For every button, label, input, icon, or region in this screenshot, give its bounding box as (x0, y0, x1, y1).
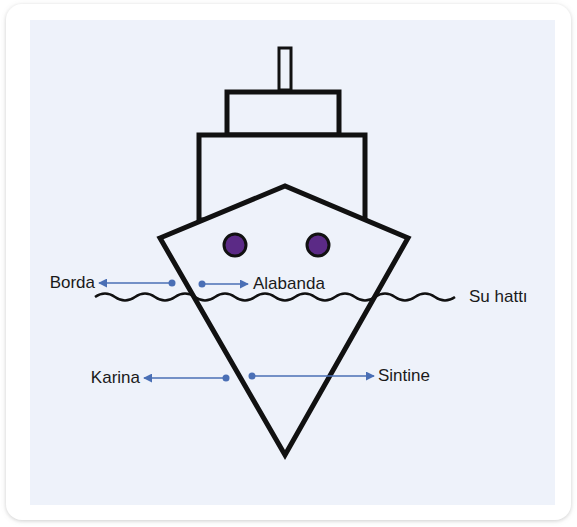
leader-line (144, 377, 226, 379)
leader-lines (99, 280, 374, 382)
part-label: Sintine (378, 366, 430, 386)
leader-dot (223, 375, 230, 382)
porthole (224, 234, 246, 256)
part-label: Karina (91, 368, 140, 388)
leader-line (252, 375, 374, 377)
part-label: Alabanda (253, 274, 325, 294)
panel (30, 20, 555, 505)
leader-line (202, 283, 248, 285)
hull (160, 186, 408, 455)
bridge (227, 92, 339, 135)
porthole (307, 234, 329, 256)
leader-dot (199, 281, 206, 288)
outer-frame (6, 4, 571, 520)
leader-line (99, 282, 172, 284)
ship (160, 48, 408, 455)
part-label: Borda (50, 273, 95, 293)
leader-dot (169, 280, 176, 287)
leader-dot (249, 373, 256, 380)
waterline-label: Su hattı (469, 287, 528, 307)
water-line (95, 294, 455, 301)
mast (279, 48, 291, 90)
